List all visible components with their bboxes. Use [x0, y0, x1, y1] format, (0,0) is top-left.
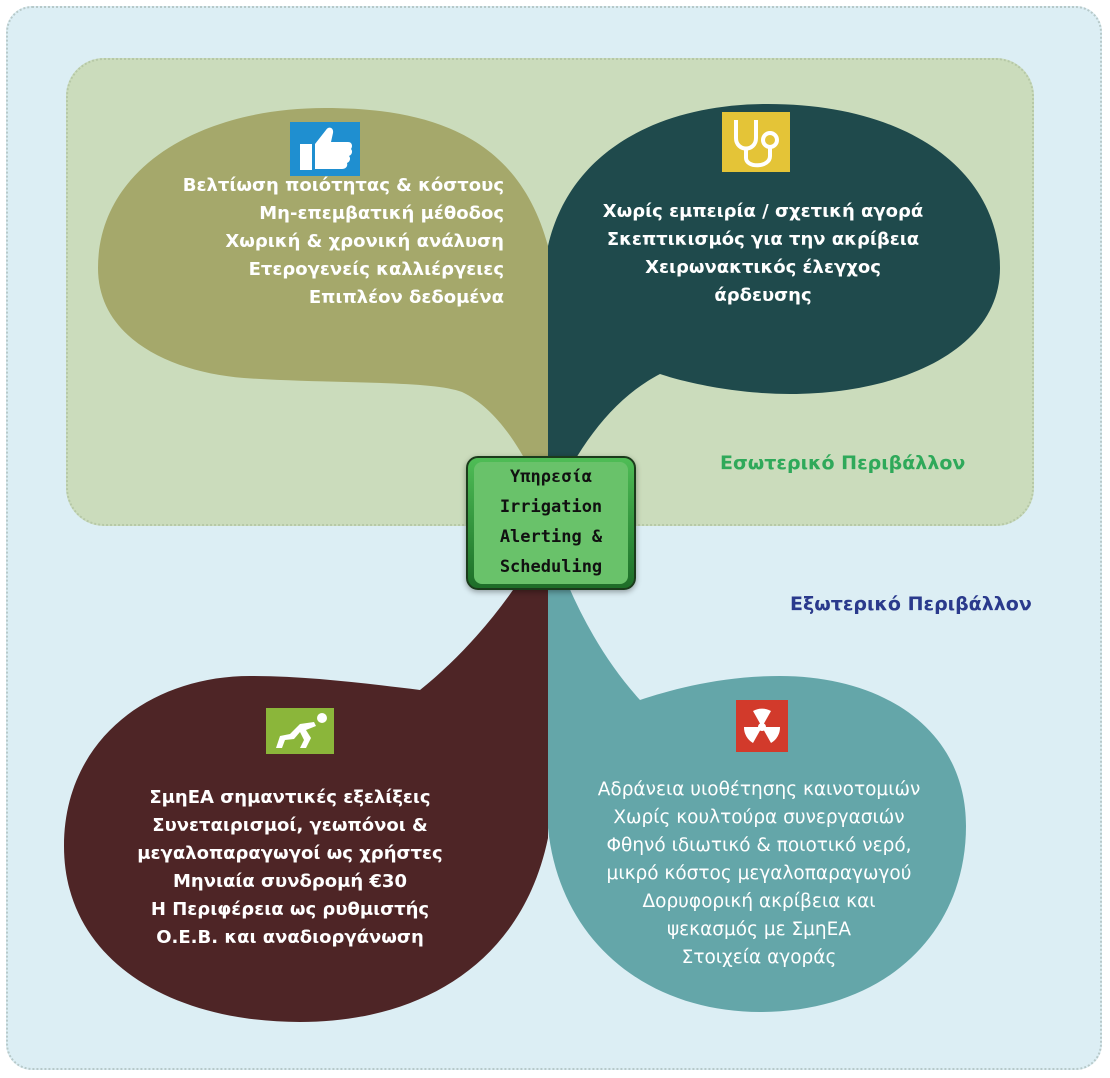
weaknesses-list: Χωρίς εμπειρία / σχετική αγορά Σκεπτικισ… [558, 198, 968, 310]
threats-item: Χωρίς κουλτούρα συνεργασιών [613, 807, 905, 828]
opportunities-item: ΣμηΕΑ σημαντικές εξελίξεις [149, 787, 431, 808]
strengths-item: Βελτίωση ποιότητας & κόστους [182, 175, 504, 196]
thumbs-up-icon [290, 122, 360, 176]
threats-list: Αδράνεια υιοθέτησης καινοτομιών Χωρίς κο… [544, 776, 974, 972]
strengths-bubble [98, 108, 548, 512]
weaknesses-bubble [548, 104, 1000, 512]
opportunities-item: Η Περιφέρεια ως ρυθμιστής [150, 899, 430, 920]
threats-item: Στοιχεία αγοράς [681, 947, 837, 968]
radiation-hazard-icon [736, 700, 788, 752]
threats-item: Φθηνό ιδιωτικό & ποιοτικό νερό, [606, 835, 912, 856]
service-title-line: Scheduling [499, 557, 603, 577]
weaknesses-item: Χειρωνακτικός έλεγχος [645, 257, 881, 278]
opportunities-item: Συνεταιρισμοί, γεωπόνοι & [152, 815, 428, 836]
weaknesses-item: άρδευσης [714, 285, 812, 306]
external-environment-label: Εξωτερικό Περιβάλλον [790, 593, 1032, 615]
threats-item: Δορυφορική ακρίβεια και [642, 891, 876, 912]
opportunities-list: ΣμηΕΑ σημαντικές εξελίξεις Συνεταιρισμοί… [90, 784, 490, 952]
strengths-item: Μη-επεμβατική μέθοδος [259, 203, 504, 224]
strengths-item: Ετερογενείς καλλιέργειες [248, 259, 504, 280]
threats-item: μικρό κόστος μεγαλοπαραγωγού [606, 863, 912, 884]
strengths-item: Χωρική & χρονική ανάλυση [225, 231, 504, 252]
strengths-list: Βελτίωση ποιότητας & κόστους Μη-επεμβατι… [60, 172, 504, 312]
threats-item: Αδράνεια υιοθέτησης καινοτομιών [597, 779, 921, 800]
opportunities-bubble [64, 530, 548, 1022]
opportunities-item: μεγαλοπαραγωγοί ως χρήστες [137, 843, 443, 864]
weaknesses-item: Σκεπτικισμός για την ακρίβεια [606, 229, 920, 250]
internal-environment-label: Εσωτερικό Περιβάλλον [720, 452, 966, 474]
runner-start-icon [266, 708, 334, 754]
service-title-line: Υπηρεσία [510, 467, 592, 487]
threats-bubble [548, 530, 966, 1012]
opportunities-item: Ο.Ε.Β. και αναδιοργάνωση [156, 927, 424, 948]
service-title-line: Alerting & [499, 527, 603, 547]
weaknesses-item: Χωρίς εμπειρία / σχετική αγορά [602, 201, 924, 222]
strengths-item: Επιπλέον δεδομένα [308, 287, 504, 308]
threats-item: ψεκασμός με ΣμηΕΑ [666, 919, 852, 940]
service-title-line: Irrigation [499, 497, 603, 517]
stethoscope-icon [722, 112, 790, 172]
opportunities-item: Μηνιαία συνδρομή €30 [173, 871, 407, 892]
service-title: Υπηρεσία Irrigation Alerting & Schedulin… [474, 462, 628, 584]
service-center-box: Υπηρεσία Irrigation Alerting & Schedulin… [466, 456, 636, 590]
